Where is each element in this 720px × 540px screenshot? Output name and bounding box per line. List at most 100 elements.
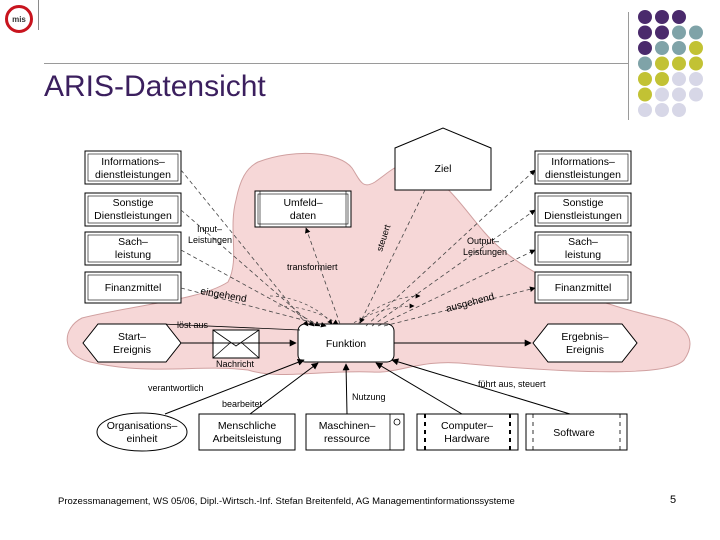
steuert-arrow [359, 189, 426, 324]
start-line2: Ereignis [113, 344, 151, 356]
funktion-box: Funktion [297, 323, 395, 363]
right-box-sachleistung: Sach– leistung [534, 231, 632, 266]
label-verantwortlich: verantwortlich [148, 383, 204, 393]
ziel-shape: Ziel [394, 127, 492, 191]
fan-in-curves [269, 293, 421, 325]
label-fuehrt-aus: führt aus, steuert [478, 379, 546, 389]
resource-arrows [164, 358, 571, 415]
left-box-informationsdienstleistungen: Informations– dienstleistungen [84, 150, 182, 185]
decorative-dot [638, 103, 652, 117]
umfelddaten-box: Umfeld– daten [254, 190, 352, 228]
maschine-line2: ressource [324, 433, 370, 445]
ergebnis-line2: Ereignis [566, 344, 604, 356]
decorative-dot-grid [638, 10, 703, 117]
start-ereignis-shape: Start– Ereignis [82, 323, 182, 363]
decorative-dot [672, 25, 686, 40]
org-line1: Organisations– [107, 420, 178, 432]
label-input-1: Input– [197, 224, 222, 234]
label-transformiert: transformiert [287, 262, 338, 272]
left-box-1-line2: dienstleistungen [95, 169, 171, 181]
ergebnis-ereignis-shape: Ergebnis– Ereignis [532, 323, 638, 363]
title-rule [44, 63, 629, 64]
output-arrows [365, 169, 536, 327]
decorative-dot [672, 103, 686, 117]
loest-aus-line [161, 323, 301, 331]
decorative-dot [655, 41, 669, 55]
decorative-dot [638, 10, 652, 24]
right-box-2-line2: Dienstleistungen [544, 210, 622, 222]
decorative-dot [672, 56, 686, 71]
left-box-finanzmittel: Finanzmittel [84, 271, 182, 304]
mensch-line1: Menschliche [218, 420, 277, 432]
decorative-dot [655, 87, 669, 102]
right-box-4-line1: Finanzmittel [555, 282, 612, 294]
decorative-dot [689, 72, 703, 86]
left-box-3-line1: Sach– [118, 236, 148, 248]
label-bearbeitet: bearbeitet [222, 399, 263, 409]
right-box-3-line1: Sach– [568, 236, 598, 248]
software-label: Software [553, 427, 595, 439]
label-input-2: Leistungen [188, 235, 232, 245]
decorative-dot [655, 72, 669, 86]
nachricht-envelope-icon [212, 329, 260, 359]
decorative-dot [655, 10, 669, 24]
decorative-dot [638, 72, 652, 86]
ziel-label: Ziel [435, 163, 452, 175]
mensch-line2: Arbeitsleistung [213, 433, 282, 445]
label-nutzung: Nutzung [352, 392, 386, 402]
vertical-rule [628, 12, 629, 120]
right-box-3-line2: leistung [565, 249, 601, 261]
decorative-dot [638, 87, 652, 102]
left-box-sonstige-dienstleistungen: Sonstige Dienstleistungen [84, 192, 182, 227]
left-box-4-line1: Finanzmittel [105, 282, 162, 294]
organisationseinheit-shape: Organisations– einheit [96, 412, 188, 452]
nachricht-label: Nachricht [216, 359, 255, 369]
decorative-dot [655, 56, 669, 71]
right-box-2-line1: Sonstige [563, 197, 604, 209]
logo-divider [38, 0, 39, 30]
right-box-finanzmittel: Finanzmittel [534, 271, 632, 304]
left-box-sachleistung: Sach– leistung [84, 231, 182, 266]
maschinenressource-box: Maschinen– ressource [305, 413, 405, 451]
transformiert-arrow [305, 227, 341, 325]
start-line1: Start– [118, 331, 146, 343]
right-box-informationsdienstleistungen: Informations– dienstleistungen [534, 150, 632, 185]
label-output-1: Output– [467, 236, 499, 246]
left-box-1-line1: Informations– [101, 156, 165, 168]
decorative-dot [672, 41, 686, 55]
page-number: 5 [670, 494, 677, 506]
computer-line1: Computer– [441, 420, 493, 432]
software-box: Software [525, 413, 628, 451]
footer-text: Prozessmanagement, WS 05/06, Dipl.-Wirts… [58, 496, 515, 507]
left-box-2-line2: Dienstleistungen [94, 210, 172, 222]
logo-text: mis [12, 15, 26, 24]
decorative-dot [672, 10, 686, 24]
decorative-dot [689, 25, 703, 40]
umfeld-line1: Umfeld– [283, 197, 322, 209]
ergebnis-line1: Ergebnis– [561, 331, 608, 343]
decorative-dot [672, 72, 686, 86]
decorative-dot [672, 87, 686, 102]
maschine-line1: Maschinen– [319, 420, 376, 432]
decorative-dot [638, 41, 652, 55]
right-box-1-line1: Informations– [551, 156, 615, 168]
menschliche-arbeitsleistung-box: Menschliche Arbeitsleistung [198, 413, 296, 451]
slide-title: ARIS-Datensicht [44, 70, 266, 103]
decorative-dot [638, 56, 652, 71]
decorative-dot [655, 103, 669, 117]
mis-logo: mis [5, 5, 33, 33]
decorative-dot [689, 41, 703, 55]
org-line2: einheit [127, 433, 158, 445]
decorative-dot [689, 87, 703, 102]
computer-line2: Hardware [444, 433, 490, 445]
left-box-2-line1: Sonstige [113, 197, 154, 209]
funktion-label: Funktion [326, 338, 366, 350]
right-box-1-line2: dienstleistungen [545, 169, 621, 181]
computer-hardware-box: Computer– Hardware [416, 413, 519, 451]
right-box-sonstige-dienstleistungen: Sonstige Dienstleistungen [534, 192, 632, 227]
decorative-dot [655, 25, 669, 40]
label-output-2: Leistungen [463, 247, 507, 257]
decorative-dot [638, 25, 652, 40]
umfeld-line2: daten [290, 210, 316, 222]
